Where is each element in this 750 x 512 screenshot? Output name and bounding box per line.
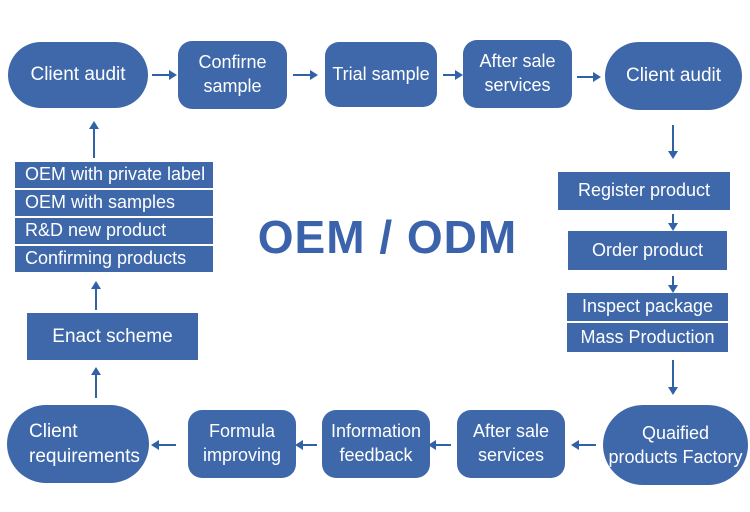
arrow-right-icon	[293, 70, 318, 80]
node-information-feedback: Information feedback	[322, 410, 430, 478]
arrow-down-icon	[668, 360, 678, 395]
node-order-product: Order product	[568, 231, 727, 270]
node-label-line: products Factory	[608, 447, 743, 467]
arrow-down-icon	[668, 125, 678, 159]
node-rd-new-product: R&D new product	[15, 218, 213, 244]
node-inspect-package: Inspect package	[567, 293, 728, 321]
arrow-left-icon	[151, 440, 176, 450]
arrow-right-icon	[443, 70, 463, 80]
arrow-right-icon	[152, 70, 177, 80]
arrow-up-icon	[89, 121, 99, 158]
arrow-left-icon	[428, 440, 451, 450]
node-confirming-products: Confirming products	[15, 246, 213, 272]
arrow-left-icon	[295, 440, 317, 450]
node-oem-with-samples: OEM with samples	[15, 190, 213, 216]
arrow-left-icon	[571, 440, 596, 450]
arrow-down-icon	[668, 276, 678, 293]
node-qualified-products-factory: Quaified products Factory	[603, 405, 748, 485]
node-confirm-sample: Confirne sample	[178, 41, 287, 109]
arrow-up-icon	[91, 367, 101, 398]
node-mass-production: Mass Production	[567, 323, 728, 352]
node-register-product: Register product	[558, 172, 730, 210]
node-enact-scheme: Enact scheme	[27, 313, 198, 360]
node-client-requirements: Client requirements	[7, 405, 149, 483]
node-oem-with-private-label: OEM with private label	[15, 162, 213, 188]
arrow-up-icon	[91, 281, 101, 310]
node-after-sale-services-bottom: After sale services	[457, 410, 565, 478]
diagram-title: OEM / ODM	[257, 211, 518, 263]
node-label-line: Quaified	[641, 422, 710, 443]
node-after-sale-services-top: After sale services	[463, 40, 572, 108]
arrow-right-icon	[577, 72, 601, 82]
node-client-audit-top-left: Client audit	[8, 42, 148, 108]
node-formula-improving: Formula improving	[188, 410, 296, 478]
node-trial-sample: Trial sample	[325, 42, 437, 107]
arrow-down-icon	[668, 214, 678, 231]
node-client-audit-top-right: Client audit	[605, 42, 742, 110]
